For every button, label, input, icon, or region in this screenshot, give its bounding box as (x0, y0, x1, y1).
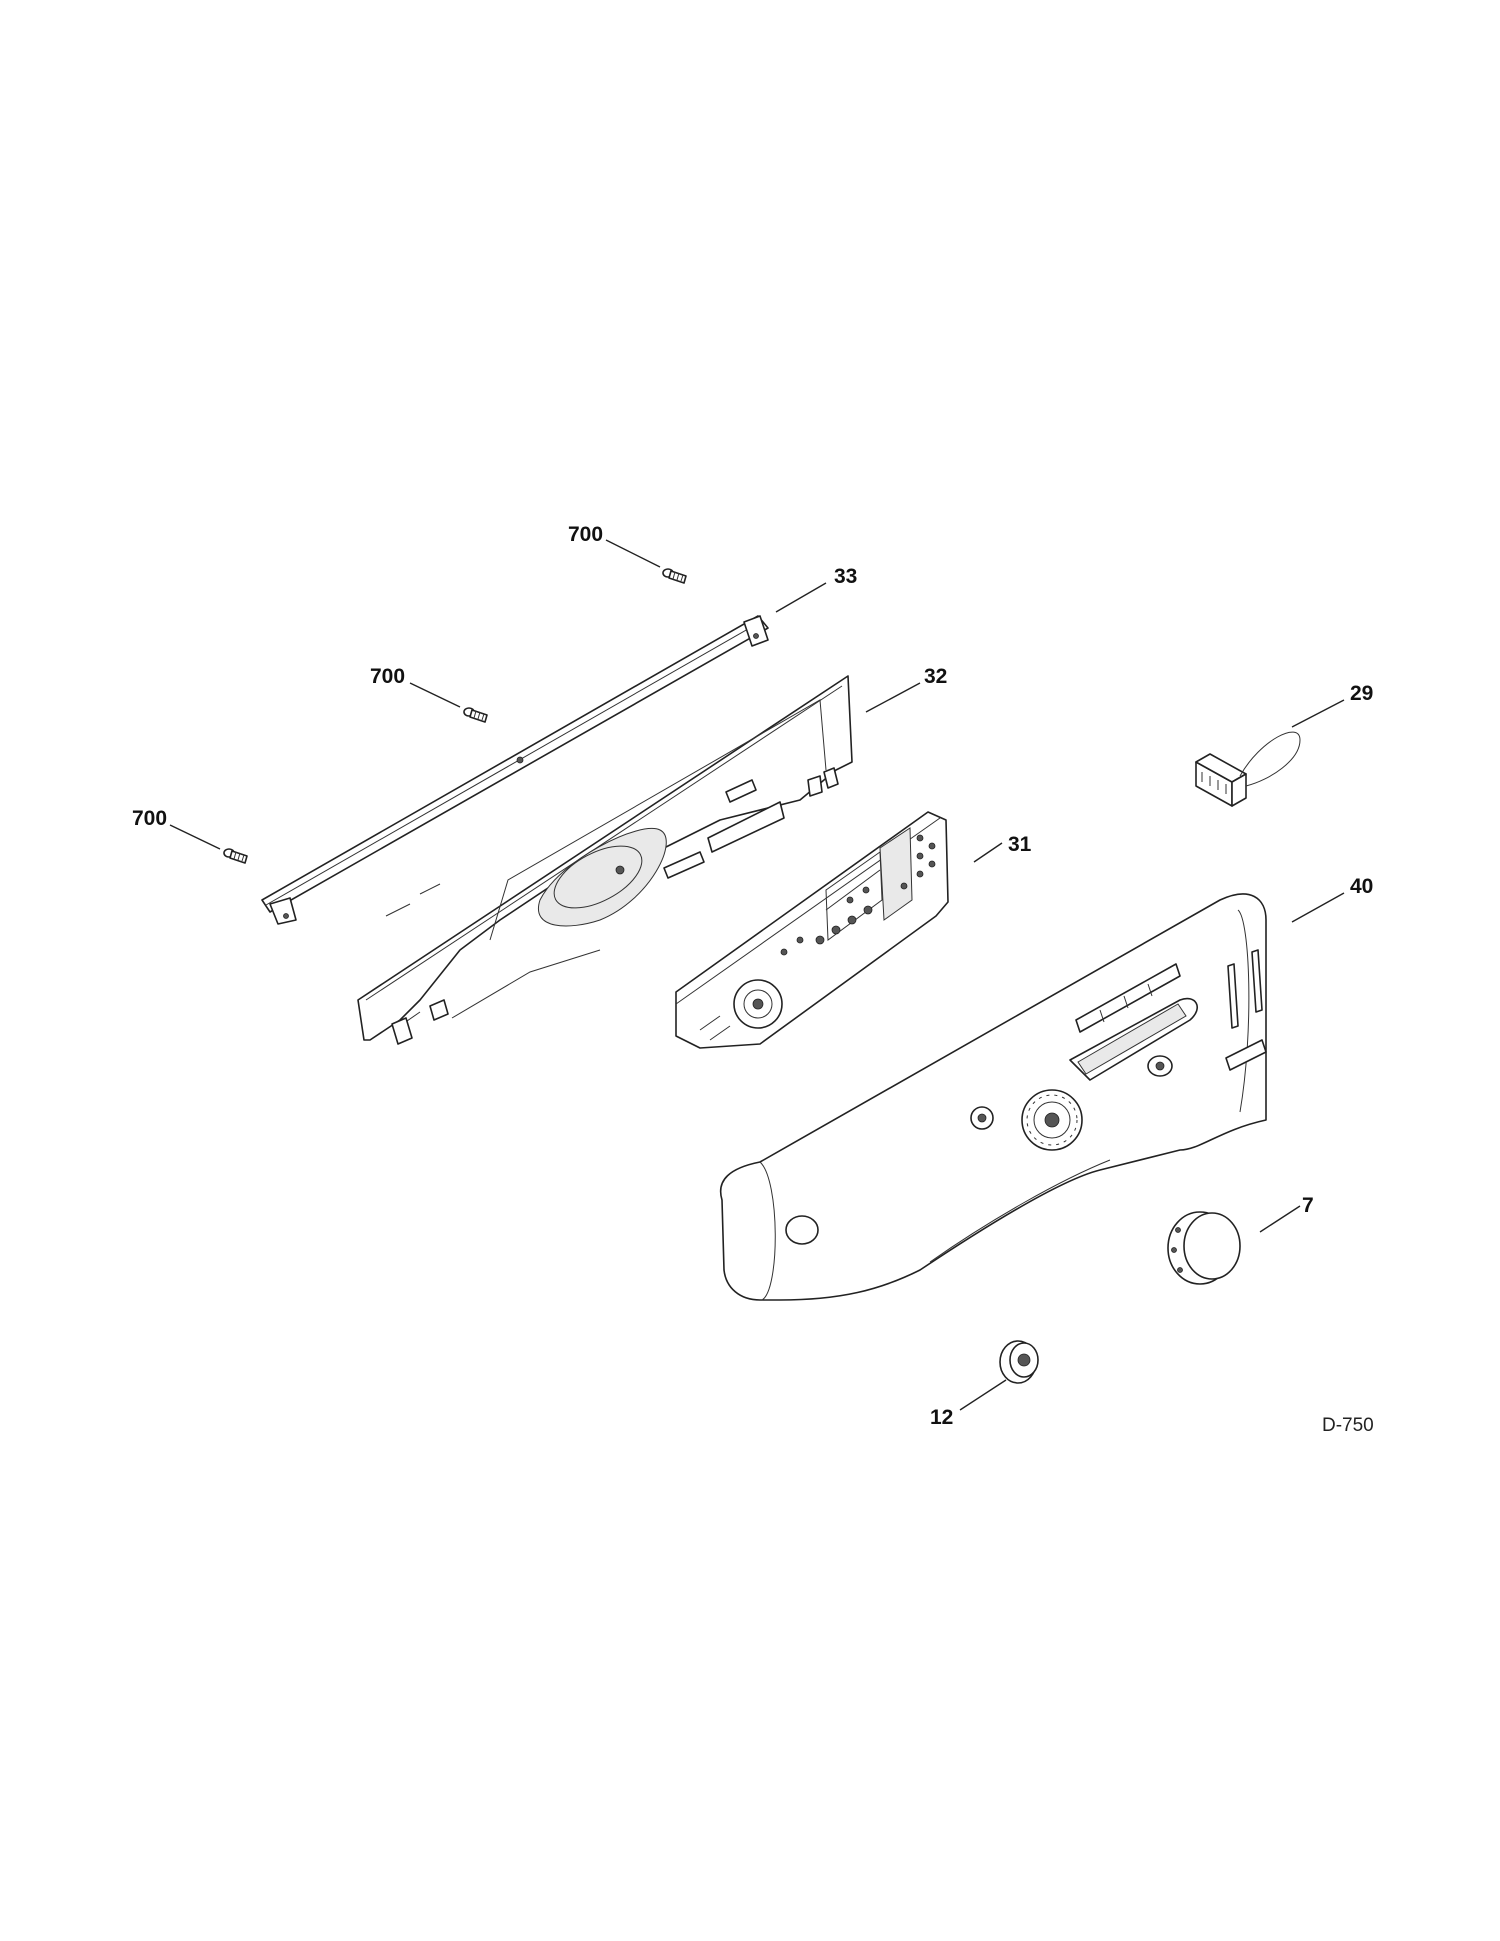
callout-trim-strip: 33 (834, 565, 857, 588)
callout-screw-top: 700 (568, 523, 603, 546)
control-board-part (675, 811, 949, 1049)
trim-strip-part (261, 615, 769, 925)
harness-part (1195, 731, 1301, 807)
drawing-id: D-750 (1322, 1415, 1374, 1436)
callout-control-board: 31 (1008, 833, 1032, 856)
callout-labels: 700 700 700 33 32 29 31 40 7 12 D-750 (132, 523, 1374, 1436)
callout-console: 40 (1350, 875, 1373, 898)
screw-left-part (223, 848, 248, 864)
button-part (999, 1340, 1039, 1384)
console-part (719, 893, 1267, 1301)
screw-mid-part (463, 707, 488, 723)
callout-button: 12 (930, 1406, 953, 1429)
callout-knob: 7 (1302, 1194, 1314, 1217)
bracket-part (357, 675, 853, 1045)
callout-harness: 29 (1350, 682, 1373, 705)
screw-top-part (662, 568, 687, 584)
callout-screw-left: 700 (132, 807, 167, 830)
callout-bracket: 32 (924, 665, 947, 688)
knob-part (1167, 1211, 1241, 1285)
callout-screw-mid: 700 (370, 665, 405, 688)
leader-lines (169, 539, 1345, 1411)
